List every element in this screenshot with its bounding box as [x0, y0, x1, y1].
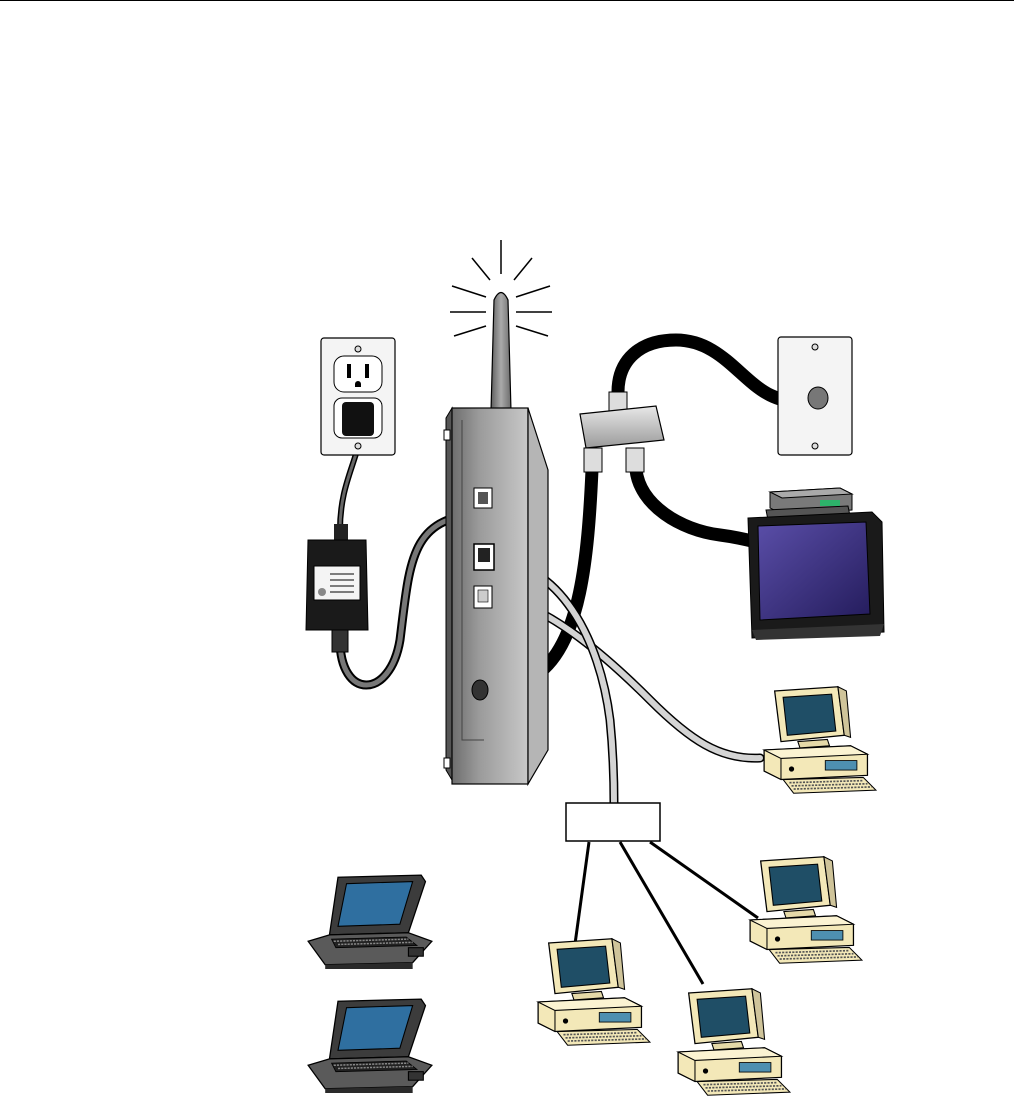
laptop-computer-1	[308, 875, 432, 969]
wireless-router	[444, 408, 548, 784]
coax-wall-plate	[778, 337, 852, 455]
television	[748, 512, 884, 640]
desktop-computer-3	[538, 939, 650, 1046]
power-adapter	[306, 524, 368, 652]
desktop-computer-4	[678, 989, 790, 1096]
hub-link-1	[575, 842, 589, 944]
coax-splitter	[580, 392, 664, 472]
hub-label	[566, 803, 660, 841]
hub-link-3	[650, 842, 758, 918]
hub-link-2	[620, 842, 703, 984]
power-plug	[342, 402, 374, 436]
desktop-computer-1	[764, 687, 876, 794]
desktop-computer-2	[750, 857, 862, 964]
power-outlet	[321, 338, 395, 455]
coax-cable-tv	[636, 470, 756, 542]
coax-port	[472, 680, 488, 700]
laptop-computer-2	[308, 999, 432, 1093]
